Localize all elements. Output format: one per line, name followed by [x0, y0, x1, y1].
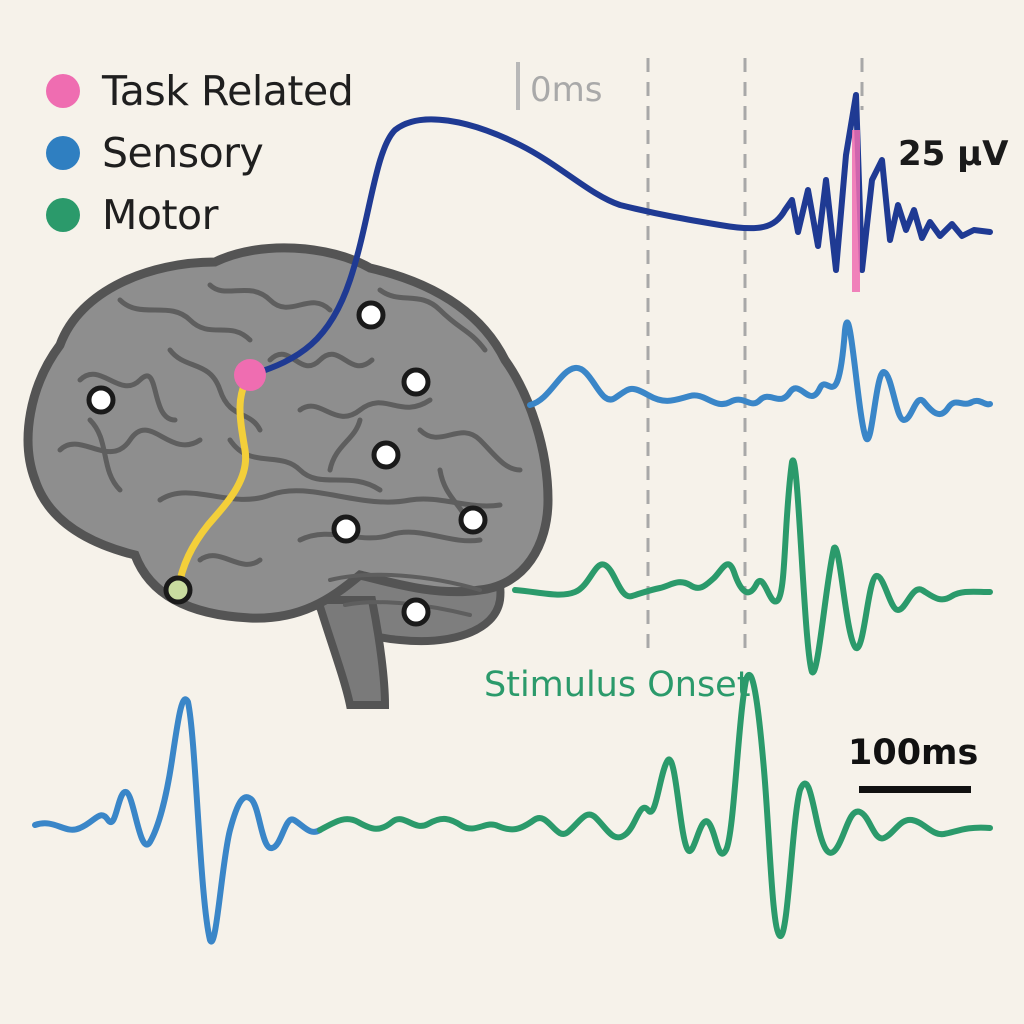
stimulus-onset-label: Stimulus Onset	[484, 665, 751, 705]
electrode	[356, 300, 386, 330]
task-peak-marker	[852, 130, 860, 292]
legend-item-motor: Motor	[46, 184, 353, 246]
legend: Task Related Sensory Motor	[46, 60, 354, 246]
motor-trace	[512, 457, 993, 676]
electrode	[401, 597, 431, 627]
electrode	[86, 385, 116, 415]
electrode	[458, 505, 488, 535]
legend-label-task-related: Task Related	[102, 67, 354, 115]
brain-stem	[312, 596, 390, 709]
zero-time-label: 0ms	[530, 70, 603, 110]
electrodes	[86, 300, 488, 627]
electrode	[371, 440, 401, 470]
legend-label-sensory: Sensory	[102, 129, 264, 177]
legend-item-task-related: Task Related	[46, 60, 354, 122]
task-related-trace	[247, 92, 993, 378]
sensory-trace	[527, 319, 993, 443]
legend-item-sensory: Sensory	[46, 122, 353, 184]
time-scale-label: 100ms	[848, 733, 979, 773]
bottom-sensory-trace	[32, 696, 323, 945]
bottom-motor-trace	[317, 671, 993, 940]
brain-illustration	[23, 243, 553, 709]
electrode	[331, 514, 361, 544]
zero-time-tick	[516, 62, 520, 110]
legend-dot-task-related	[46, 74, 80, 108]
electrode-connection-line	[174, 371, 254, 594]
legend-dot-motor	[46, 198, 80, 232]
electrode	[401, 367, 431, 397]
brain-cerebrum	[23, 243, 553, 623]
electrode-task-related	[234, 359, 266, 391]
amplitude-scale-label: 25 µV	[898, 134, 1009, 174]
electrode-motor-end	[163, 575, 193, 605]
legend-dot-sensory	[46, 136, 80, 170]
time-scale-bar	[859, 786, 971, 793]
legend-label-motor: Motor	[102, 191, 218, 239]
